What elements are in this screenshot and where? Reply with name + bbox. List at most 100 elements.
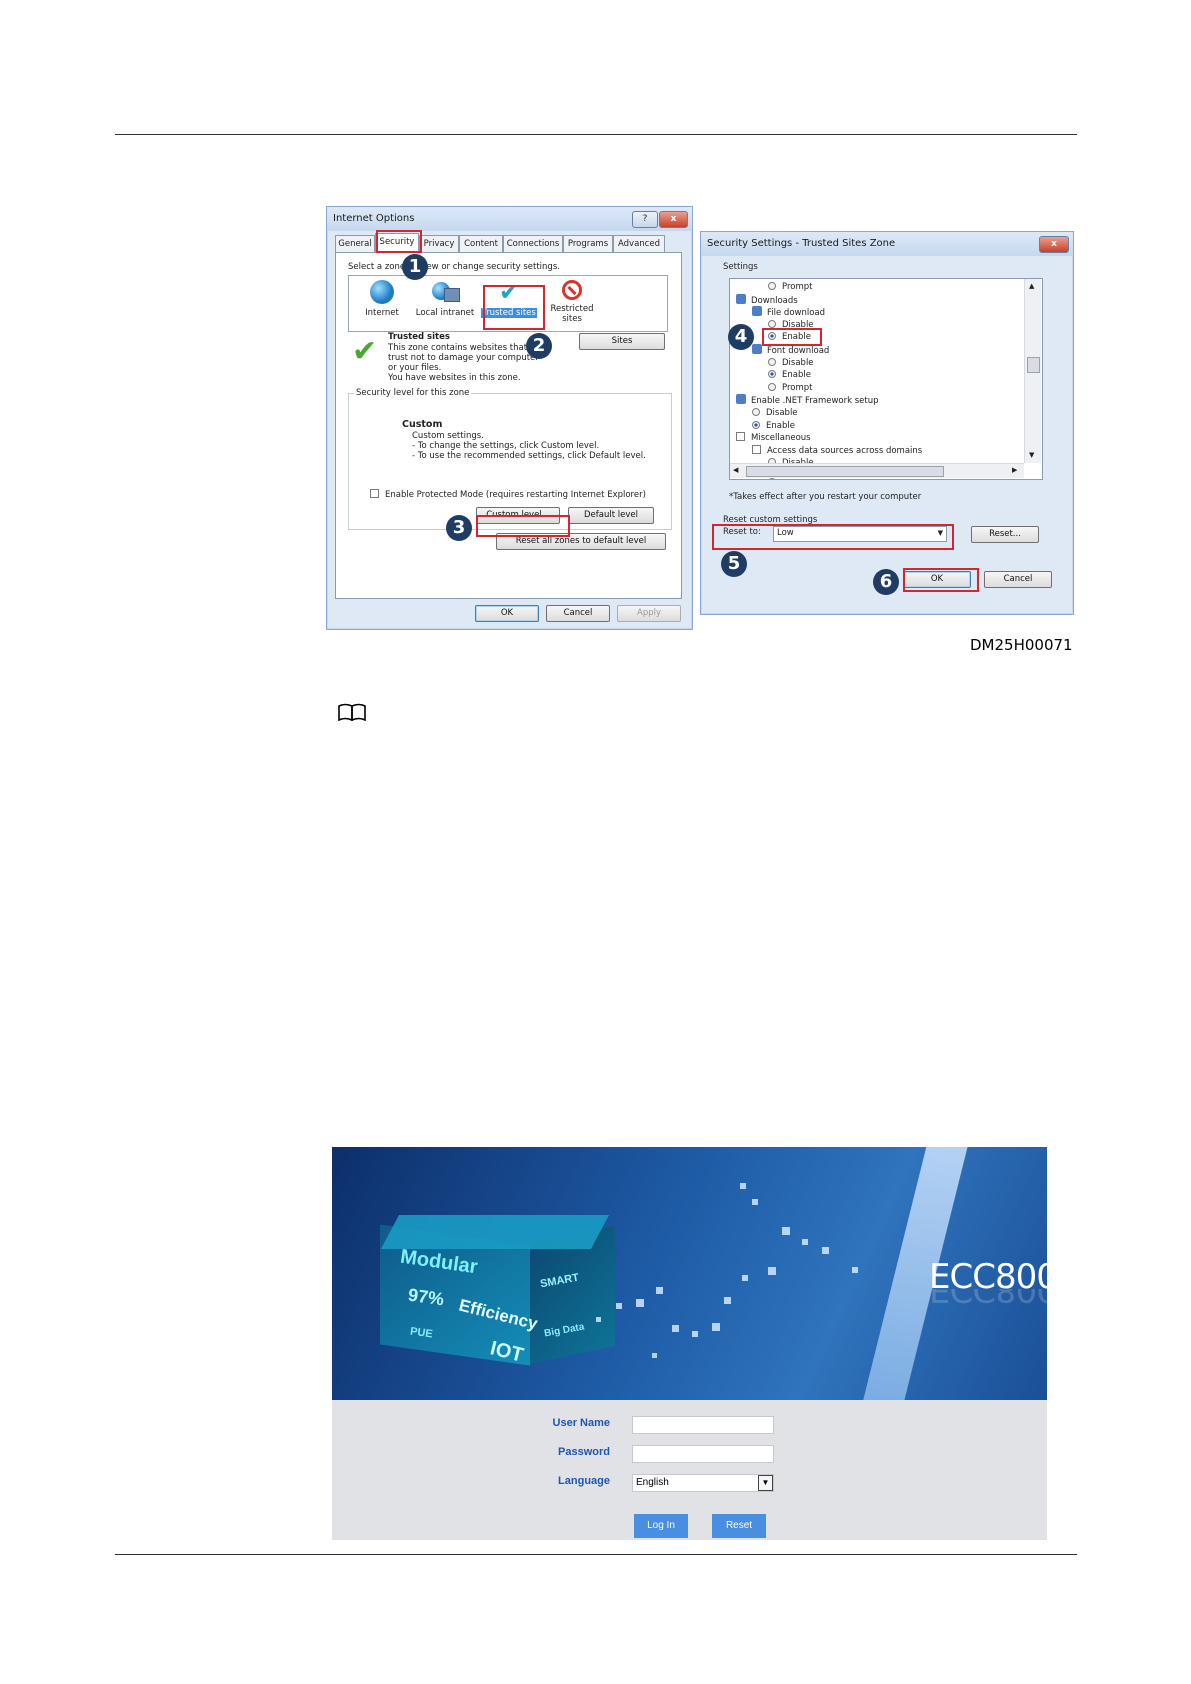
- reset-group-label: Reset custom settings: [723, 515, 818, 525]
- tab-strip: General Security Privacy Content Connect…: [335, 233, 685, 253]
- language-select[interactable]: English ▼: [632, 1474, 774, 1492]
- tree-row[interactable]: Prompt: [768, 382, 813, 394]
- radio-icon[interactable]: [768, 382, 776, 391]
- tree-row: Miscellaneous: [736, 432, 811, 444]
- security-settings-titlebar: Security Settings - Trusted Sites Zone x: [701, 232, 1073, 256]
- reset-button[interactable]: Reset: [712, 1514, 766, 1538]
- password-input[interactable]: [632, 1445, 774, 1463]
- zone-internet[interactable]: Internet: [357, 280, 407, 318]
- help-button[interactable]: ?: [632, 211, 658, 228]
- note-book-icon: [337, 703, 367, 722]
- product-logo-reflection: ECC800: [929, 1289, 1047, 1309]
- reset-all-zones-button[interactable]: Reset all zones to default level: [496, 533, 666, 550]
- tab-general[interactable]: General: [335, 235, 375, 252]
- tree-row[interactable]: Enable: [768, 331, 811, 343]
- tab-connections[interactable]: Connections: [503, 235, 563, 252]
- callout-5: 5: [721, 551, 747, 577]
- figure-id: DM25H00071: [970, 636, 1073, 654]
- tree-row-label: Enable: [766, 420, 795, 431]
- scroll-right-icon[interactable]: ▶: [1012, 466, 1018, 474]
- scroll-hthumb[interactable]: [746, 466, 944, 477]
- protected-mode-checkbox[interactable]: [370, 489, 379, 498]
- apply-button[interactable]: Apply: [617, 605, 681, 622]
- zone-prompt: Select a zone to view or change security…: [348, 262, 560, 272]
- tree-row: Enable .NET Framework setup: [736, 394, 879, 406]
- scroll-down-icon[interactable]: ▼: [1029, 451, 1035, 459]
- tree-row-label: Enable: [782, 332, 811, 343]
- ok-button[interactable]: OK: [475, 605, 539, 622]
- intranet-icon: [432, 280, 460, 304]
- reset-button[interactable]: Reset...: [971, 526, 1039, 543]
- radio-icon[interactable]: [768, 357, 776, 366]
- horizontal-scrollbar[interactable]: ◀ ▶: [730, 463, 1024, 478]
- reset-to-label: Reset to:: [723, 527, 761, 537]
- radio-icon[interactable]: [768, 282, 776, 290]
- no-entry-icon: [562, 280, 582, 300]
- settings-group-icon: [736, 394, 746, 405]
- dropdown-arrow-icon[interactable]: ▼: [758, 1475, 773, 1491]
- tab-security[interactable]: Security: [375, 233, 419, 252]
- tree-row: Font download: [752, 344, 829, 356]
- tree-row-label: Disable: [766, 408, 798, 418]
- scroll-thumb[interactable]: [1027, 357, 1040, 373]
- zone-local-intranet[interactable]: Local intranet: [413, 280, 477, 318]
- cancel-button[interactable]: Cancel: [546, 605, 610, 622]
- page-icon: [736, 432, 745, 442]
- user-name-input[interactable]: [632, 1416, 774, 1434]
- vertical-scrollbar[interactable]: ▲ ▼: [1024, 279, 1041, 463]
- radio-selected-icon[interactable]: [768, 332, 776, 341]
- callout-box-reset-to: [712, 524, 954, 550]
- close-button[interactable]: x: [659, 211, 688, 228]
- dropdown-arrow-icon[interactable]: ▼: [937, 529, 943, 537]
- zone-restricted-sites[interactable]: Restricted sites: [545, 280, 599, 324]
- language-label: Language: [558, 1475, 610, 1487]
- header-rule: [115, 134, 1077, 135]
- scroll-up-icon[interactable]: ▲: [1029, 282, 1035, 290]
- settings-group-icon: [752, 306, 762, 317]
- radio-icon[interactable]: [768, 319, 776, 328]
- callout-box-security-tab: [376, 230, 422, 253]
- callout-3: 3: [446, 515, 472, 541]
- protected-mode-label: Enable Protected Mode (requires restarti…: [385, 490, 646, 500]
- trusted-checkmark-icon: ✔: [352, 334, 378, 369]
- close-button[interactable]: x: [1039, 236, 1069, 253]
- settings-label: Settings: [723, 262, 758, 272]
- sites-button[interactable]: Sites: [579, 333, 665, 350]
- radio-icon[interactable]: [752, 408, 760, 416]
- scroll-left-icon[interactable]: ◀: [733, 466, 739, 474]
- tree-row-label: Downloads: [751, 295, 798, 306]
- tree-row: Access data sources across domains: [752, 444, 922, 457]
- zone-label: Internet: [365, 308, 399, 318]
- custom-line2: - To change the settings, click Custom l…: [412, 441, 600, 451]
- tree-row[interactable]: Enable: [768, 369, 811, 381]
- globe-icon: [370, 280, 394, 304]
- zone-label: Trusted sites: [481, 308, 537, 318]
- zone-desc-text: This zone contains websites that you tru…: [388, 343, 546, 373]
- tree-row[interactable]: Disable: [768, 357, 814, 369]
- custom-line1: Custom settings.: [412, 431, 484, 441]
- tab-advanced[interactable]: Advanced: [613, 235, 665, 252]
- callout-1: 1: [402, 254, 428, 280]
- tree-row-label: Miscellaneous: [751, 433, 811, 444]
- footer-rule: [115, 1554, 1077, 1555]
- default-level-button[interactable]: Default level: [568, 507, 654, 524]
- radio-selected-icon[interactable]: [752, 420, 760, 429]
- reset-to-select[interactable]: Low ▼: [773, 526, 947, 542]
- tab-programs[interactable]: Programs: [563, 235, 613, 252]
- cancel-button[interactable]: Cancel: [984, 571, 1052, 588]
- tree-row: Downloads: [736, 293, 798, 306]
- tab-content[interactable]: Content: [459, 235, 503, 252]
- callout-box-custom-level: [476, 515, 570, 537]
- tree-row[interactable]: Prompt: [768, 281, 813, 293]
- tree-row[interactable]: Disable: [768, 319, 814, 331]
- tree-row-label: Font download: [767, 346, 830, 356]
- protected-mode-option[interactable]: Enable Protected Mode (requires restarti…: [370, 489, 646, 500]
- login-button[interactable]: Log In: [634, 1514, 688, 1538]
- internet-options-dialog: Internet Options ? x General Security Pr…: [326, 206, 693, 630]
- custom-heading: Custom: [402, 419, 443, 430]
- tree-row[interactable]: Disable: [752, 407, 798, 419]
- callout-4: 4: [728, 324, 754, 350]
- radio-selected-icon[interactable]: [768, 370, 776, 379]
- tree-row[interactable]: Enable: [752, 420, 795, 432]
- tab-privacy[interactable]: Privacy: [419, 235, 459, 252]
